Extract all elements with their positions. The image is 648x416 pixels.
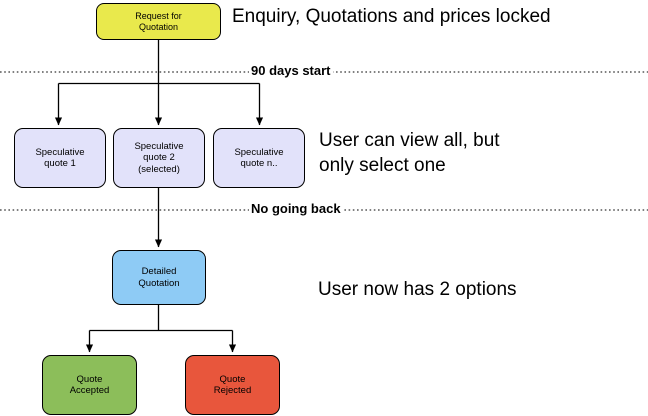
node-label: Speculative quote n.. <box>234 146 284 169</box>
annotation-two-options: User now has 2 options <box>318 279 517 300</box>
node-quote-accepted[interactable]: Quote Accepted <box>42 355 137 415</box>
annotation-prices-locked: Enquiry, Quotations and prices locked <box>232 6 551 27</box>
node-detailed-quotation[interactable]: Detailed Quotation <box>112 250 206 305</box>
node-label: Speculative quote 1 <box>35 146 85 169</box>
phase-divider-label-90-days: 90 days start <box>249 63 333 78</box>
phase-divider-label-no-going-back: No going back <box>249 201 343 216</box>
node-request-for-quotation[interactable]: Request for Quotation <box>96 3 221 40</box>
node-label: Request for Quotation <box>135 10 182 32</box>
node-label: Speculative quote 2 (selected) <box>134 141 184 175</box>
node-label: Quote Rejected <box>213 373 252 396</box>
node-speculative-quote-2-selected[interactable]: Speculative quote 2 (selected) <box>113 128 205 188</box>
annotation-view-all-select-one: User can view all, but only select one <box>319 130 500 177</box>
node-label: Detailed Quotation <box>138 266 180 289</box>
node-speculative-quote-1[interactable]: Speculative quote 1 <box>14 128 106 188</box>
node-label: Quote Accepted <box>69 373 110 396</box>
node-speculative-quote-n[interactable]: Speculative quote n.. <box>213 128 305 188</box>
node-quote-rejected[interactable]: Quote Rejected <box>185 355 280 415</box>
